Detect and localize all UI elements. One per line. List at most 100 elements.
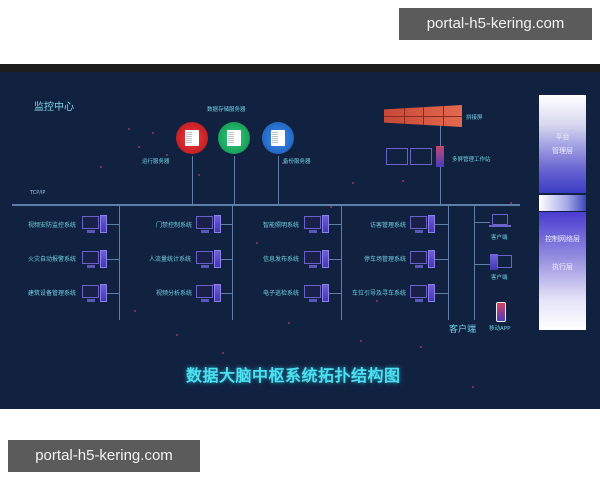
decor-dot (420, 346, 422, 348)
decor-dot (100, 166, 102, 168)
subsystem-label: 视频安防监控系统 (28, 222, 77, 229)
storage-server-label: 数据存储服务器 (207, 107, 246, 113)
laptop-icon (492, 214, 508, 225)
decor-dot (134, 310, 136, 312)
decor-dot (352, 182, 354, 184)
branch (104, 224, 119, 225)
decor-dot (282, 162, 284, 164)
subsystem-label: 访客管理系统 (370, 222, 407, 229)
topology-diagram: 监控中心 TCP/IP 数据存储服务器 运行服务器 备份服务器 拼接屏 多屏管理… (0, 64, 600, 409)
decor-dot (376, 300, 378, 302)
branch (328, 293, 341, 294)
decor-dot (288, 322, 290, 324)
computer-icon (410, 250, 436, 270)
control-execution-layer: 控制网络层 执行层 (539, 212, 586, 330)
decor-dot (166, 154, 168, 156)
laptop-client-label: 客户端 (491, 235, 508, 241)
computer-icon (410, 215, 436, 235)
col4-bus (448, 204, 449, 320)
client-bus (474, 204, 475, 320)
branch (434, 293, 448, 294)
computer-icon (82, 284, 108, 304)
subsystem-label: 人流量统计系统 (149, 256, 192, 263)
branch (217, 259, 232, 260)
decor-dot (128, 128, 130, 130)
workstation-monitor-icon (410, 148, 432, 165)
diagram-title: 数据大脑中枢系统拓扑结构图 (186, 366, 401, 385)
col3-bus (341, 204, 342, 320)
branch (217, 293, 232, 294)
top-dark-band (0, 64, 600, 72)
run-server-icon (176, 122, 208, 154)
decor-dot (138, 146, 140, 148)
decor-dot (176, 334, 178, 336)
subsystem-label: 门禁控制系统 (156, 222, 193, 229)
computer-icon (196, 284, 222, 304)
subsystem-label: 视频分析系统 (156, 290, 193, 297)
execution-layer-label: 执行层 (552, 263, 573, 271)
decor-dot (152, 132, 154, 134)
branch (434, 224, 448, 225)
decor-dot (360, 340, 362, 342)
branch (328, 224, 341, 225)
client-group-label: 客户端 (449, 325, 477, 335)
computer-icon (304, 250, 330, 270)
backup-server-label: 备份服务器 (283, 159, 311, 165)
branch (328, 259, 341, 260)
monitor-center-label: 监控中心 (34, 102, 74, 113)
computer-icon (304, 284, 330, 304)
computer-icon (196, 215, 222, 235)
branch (104, 259, 119, 260)
desktop-client-label: 客户端 (491, 275, 508, 281)
workstation-tower-icon (436, 146, 444, 167)
watermark-top: portal-h5-kering.com (399, 8, 592, 40)
decor-dot (212, 284, 214, 286)
col1-bus (119, 204, 120, 320)
run-server-drop (192, 156, 193, 204)
platform-layer-line1: 平台 (555, 133, 570, 141)
storage-server-icon (218, 122, 250, 154)
workstation-monitor-icon (386, 148, 408, 165)
computer-icon (82, 250, 108, 270)
backup-server-drop (278, 156, 279, 204)
laptop-base (489, 225, 511, 227)
decor-dot (510, 202, 512, 204)
platform-management-layer: 平台 管理层 (539, 95, 586, 193)
subsystem-label: 建筑设备管理系统 (28, 290, 77, 297)
platform-layer-line2: 管理层 (552, 147, 573, 155)
backup-server-icon (262, 122, 294, 154)
subsystem-label: 停车场管理系统 (364, 256, 407, 263)
branch (474, 264, 490, 265)
workstation-label: 多屏管理工作站 (452, 157, 491, 163)
run-server-label: 运行服务器 (142, 159, 170, 165)
computer-icon (304, 215, 330, 235)
layer-divider (539, 195, 586, 211)
control-network-layer-label: 控制网络层 (545, 235, 580, 243)
decor-dot (222, 352, 224, 354)
decor-dot (402, 180, 404, 182)
computer-icon (196, 250, 222, 270)
col2-bus (232, 204, 233, 320)
subsystem-label: 信息发布系统 (263, 256, 300, 263)
decor-dot (472, 386, 474, 388)
decor-dot (198, 174, 200, 176)
subsystem-label: 电子巡检系统 (263, 290, 300, 297)
computer-icon (410, 284, 436, 304)
splice-screen-icon (384, 105, 462, 127)
mobile-app-label: 移动APP (489, 326, 511, 332)
subsystem-label: 智能照明系统 (263, 222, 300, 229)
desktop-monitor-icon (497, 255, 512, 268)
mobile-phone-icon (496, 302, 506, 322)
decor-dot (256, 242, 258, 244)
storage-server-drop (234, 156, 235, 204)
branch (434, 259, 448, 260)
tcpip-label: TCP/IP (30, 190, 46, 196)
subsystem-label: 车位引导及寻车系统 (352, 290, 407, 297)
branch (474, 222, 490, 223)
decor-dot (330, 206, 332, 208)
subsystem-label: 火灾自动报警系统 (28, 256, 77, 263)
watermark-bottom: portal-h5-kering.com (8, 440, 200, 472)
branch (104, 293, 119, 294)
tcpip-backbone-line (12, 204, 520, 206)
splice-screen-label: 拼接屏 (466, 115, 483, 121)
